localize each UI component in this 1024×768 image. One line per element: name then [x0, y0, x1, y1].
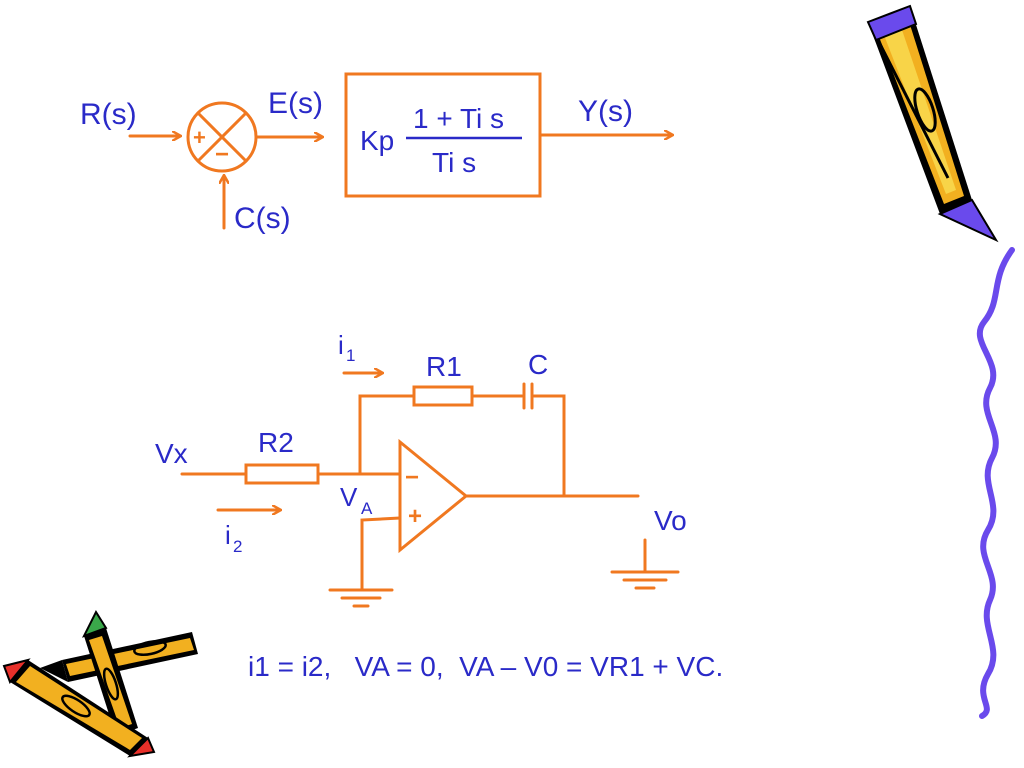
capacitor-label: C [528, 349, 548, 380]
output-label-vo: Vo [654, 505, 687, 536]
op-amp-minus: − [405, 464, 419, 491]
current2-subscript: 2 [233, 537, 242, 556]
numerator: 1 + Ti s [413, 103, 504, 134]
wavy-line [976, 247, 1015, 719]
feedback-wire-right [532, 394, 566, 498]
equation-text: i1 = i2, VA = 0, VA – V0 = VR1 + VC. [248, 651, 723, 682]
error-label: E(s) [268, 87, 323, 120]
ground-symbol-right [610, 570, 680, 590]
node-subscript: A [361, 499, 373, 518]
plus-sign: + [193, 125, 206, 150]
non-inverting-wire [360, 516, 402, 592]
op-amp-plus: + [408, 503, 422, 530]
summing-junction: + − [186, 101, 258, 173]
op-amp-circuit: i 1 R1 C Vx R2 V A i 2 − + [155, 330, 687, 608]
r2-label: R2 [258, 427, 294, 458]
current1-label: i [338, 330, 344, 360]
op-amp-triangle [398, 438, 469, 554]
node-label: V [340, 482, 358, 512]
resistor-r1 [412, 385, 474, 407]
output-label: Y(s) [578, 95, 633, 128]
pencil-icon [866, 4, 999, 243]
current2-label: i [225, 520, 231, 550]
block-diagram: R(s) + − E(s) C(s) Kp 1 + Ti s Ti s Y(s) [80, 72, 672, 235]
resistor-r2 [244, 463, 320, 485]
input-label-vx: Vx [155, 438, 188, 469]
denominator: Ti s [432, 147, 476, 178]
feedback-wire-left [358, 394, 416, 476]
current1-subscript: 1 [346, 346, 355, 365]
feedback-label: C(s) [234, 202, 291, 235]
r1-label: R1 [426, 351, 462, 382]
ground-symbol-left [328, 588, 394, 608]
minus-sign: − [215, 141, 229, 168]
crayons-icon [2, 609, 198, 758]
gain-label: Kp [360, 125, 394, 156]
input-label: R(s) [80, 98, 137, 131]
